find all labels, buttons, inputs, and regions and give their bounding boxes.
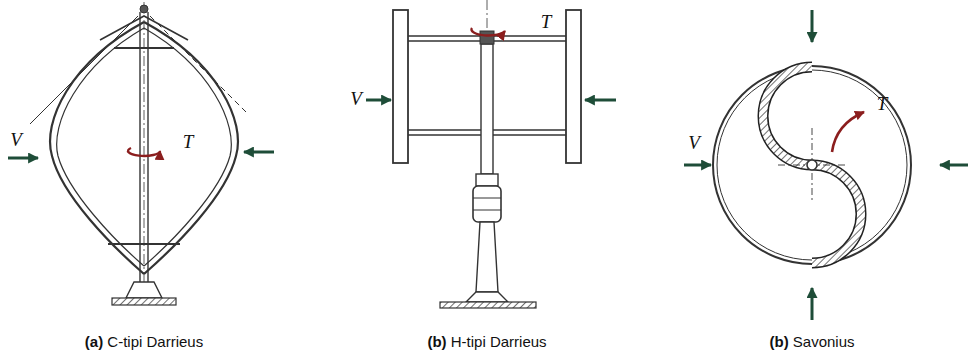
wind-arrow: [811, 10, 814, 42]
blade: [144, 28, 231, 266]
foundation: [112, 298, 176, 305]
c-darrieus-drawing: [8, 2, 274, 305]
h-darrieus-drawing: [366, 0, 616, 308]
generator-detail: [473, 210, 501, 211]
tower: [476, 222, 498, 292]
coupling: [476, 174, 498, 186]
rotor-end-plate: [717, 70, 907, 260]
blade: [566, 10, 581, 163]
torque-label: T: [541, 12, 552, 33]
mast: [481, 44, 493, 174]
wind-speed-label: V: [688, 133, 700, 154]
blade-hatch: [812, 165, 861, 263]
blade-hatch: [763, 67, 812, 165]
blade: [57, 28, 144, 266]
blade: [393, 10, 408, 163]
strut: [114, 47, 174, 49]
rotation-arrow: [832, 112, 864, 152]
wind-arrow: [940, 164, 968, 167]
axis-line: [144, 2, 145, 300]
tower-foot: [466, 292, 508, 302]
rotation-arrow: [471, 28, 505, 36]
savonius-drawing: [684, 10, 968, 320]
top-cap: [140, 5, 148, 13]
generator-detail: [473, 198, 501, 199]
blade: [763, 67, 812, 165]
blade: [812, 165, 861, 263]
ground: [440, 302, 536, 308]
torque-label: T: [183, 132, 194, 153]
wind-speed-label: V: [350, 89, 362, 110]
rotor-end-plate: [713, 66, 911, 264]
wind-arrow: [684, 164, 711, 167]
shaft: [807, 160, 817, 170]
mast: [147, 12, 148, 282]
wind-arrow: [585, 99, 616, 102]
wind-arrow: [8, 157, 38, 160]
generator: [473, 186, 501, 222]
wind-speed-label: V: [10, 130, 22, 151]
hub: [480, 31, 494, 44]
figure-caption: (b) Savonius: [769, 334, 854, 351]
wind-arrow: [811, 288, 814, 320]
strut: [108, 243, 180, 245]
figure-caption: (b) H-tipi Darrieus: [427, 334, 546, 351]
figure-caption: (a) C-tipi Darrieus: [85, 334, 203, 351]
base: [126, 282, 162, 298]
rotation-arrow: [128, 148, 160, 156]
wind-arrow: [244, 151, 274, 154]
torque-label: T: [877, 94, 888, 115]
wind-arrow: [366, 99, 391, 102]
guy-wire: [150, 16, 246, 112]
mast: [139, 12, 140, 282]
guy-wire: [30, 16, 138, 124]
blade: [144, 22, 238, 274]
